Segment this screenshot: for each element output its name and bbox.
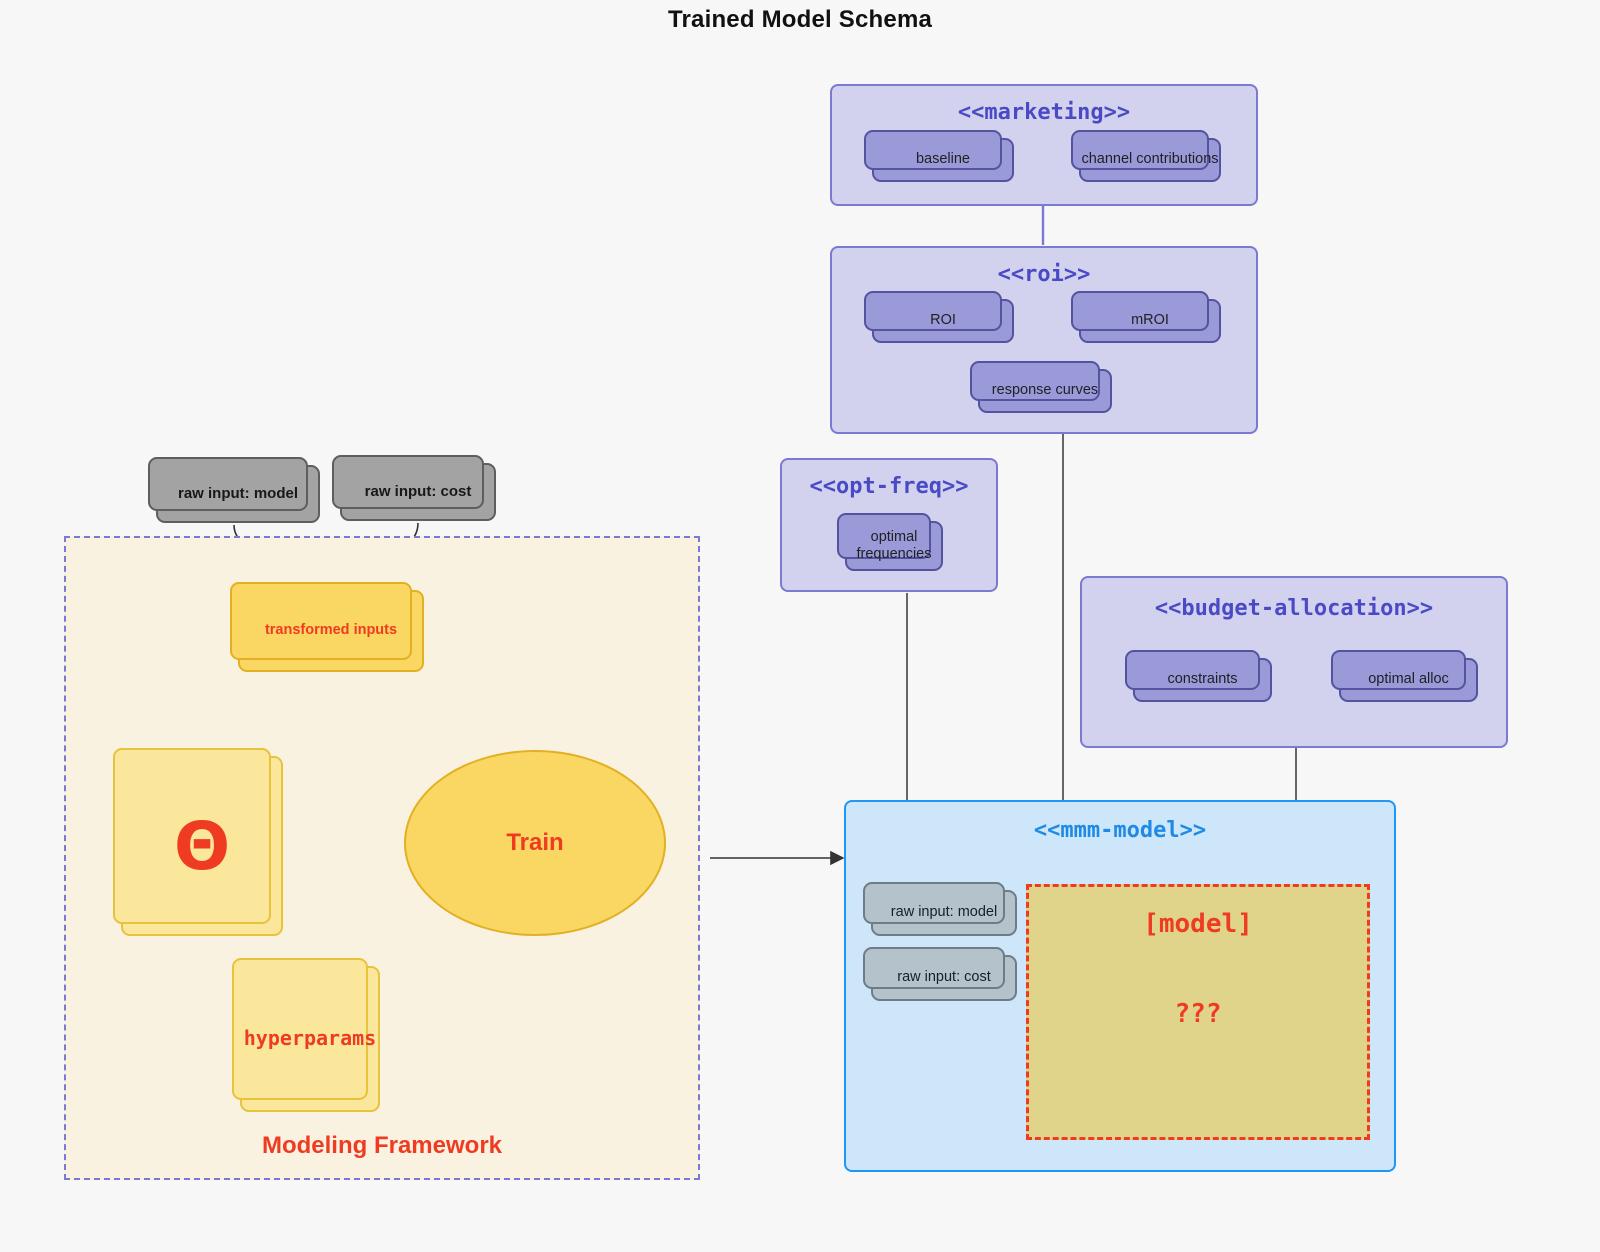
raw-input-cost-node[interactable]: raw input: cost — [332, 455, 496, 521]
node-mmm-raw-input-model[interactable]: raw input: model — [863, 882, 1017, 936]
train-label: Train — [506, 829, 564, 856]
theta-node[interactable] — [113, 748, 283, 936]
package-marketing[interactable]: <<marketing>> — [830, 84, 1258, 206]
node-constraints[interactable]: constraints — [1125, 650, 1272, 702]
node-baseline-label: baseline — [915, 151, 970, 168]
node-response-curves-label: response curves — [991, 382, 1099, 399]
node-baseline[interactable]: baseline — [864, 130, 1014, 182]
node-mroi[interactable]: mROI — [1071, 291, 1221, 343]
node-optimal-frequencies[interactable]: optimal frequencies — [837, 513, 943, 571]
raw-input-cost-label: raw input: cost — [364, 483, 472, 501]
raw-input-model-node[interactable]: raw input: model — [148, 457, 320, 523]
node-mroi-label: mROI — [1131, 312, 1169, 329]
page-title: Trained Model Schema — [667, 6, 933, 33]
transformed-inputs-node[interactable]: transformed inputs — [230, 582, 424, 672]
model-placeholder-question: ??? — [1174, 999, 1222, 1029]
node-roi[interactable]: ROI — [864, 291, 1014, 343]
hyperparams-node[interactable]: hyperparams — [232, 958, 380, 1112]
raw-input-model-label: raw input: model — [178, 485, 298, 503]
node-optimal-frequencies-label-line2: frequencies — [856, 546, 932, 562]
modeling-framework-label: Modeling Framework — [261, 1132, 503, 1159]
node-roi-label: ROI — [930, 312, 956, 329]
node-channel-contributions-label: channel contributions — [1081, 151, 1219, 168]
node-mmm-raw-input-model-label: raw input: model — [890, 904, 998, 921]
transformed-inputs-label: transformed inputs — [264, 622, 398, 639]
node-optimal-alloc[interactable]: optimal alloc — [1331, 650, 1478, 702]
package-marketing-stereotype: <<marketing>> — [957, 100, 1131, 125]
node-mmm-raw-input-cost-label: raw input: cost — [897, 969, 991, 986]
node-mmm-raw-input-cost[interactable]: raw input: cost — [863, 947, 1017, 1001]
package-opt-freq-stereotype: <<opt-freq>> — [809, 474, 969, 499]
package-mmm-model-stereotype: <<mmm-model>> — [1033, 818, 1207, 843]
node-channel-contributions[interactable]: channel contributions — [1071, 130, 1221, 182]
model-placeholder-box[interactable]: [model] ??? — [1026, 884, 1370, 1140]
node-optimal-alloc-label: optimal alloc — [1368, 671, 1449, 688]
train-activity-node[interactable]: Train — [404, 750, 666, 936]
node-constraints-label: constraints — [1167, 671, 1238, 688]
node-optimal-frequencies-label-line1: optimal — [870, 528, 918, 545]
node-response-curves[interactable]: response curves — [970, 361, 1112, 413]
package-budget-allocation-stereotype: <<budget-allocation>> — [1154, 596, 1434, 621]
hyperparams-label: hyperparams — [243, 1026, 377, 1051]
model-placeholder-title: [model] — [1143, 909, 1253, 939]
package-roi-stereotype: <<roi>> — [997, 262, 1091, 287]
